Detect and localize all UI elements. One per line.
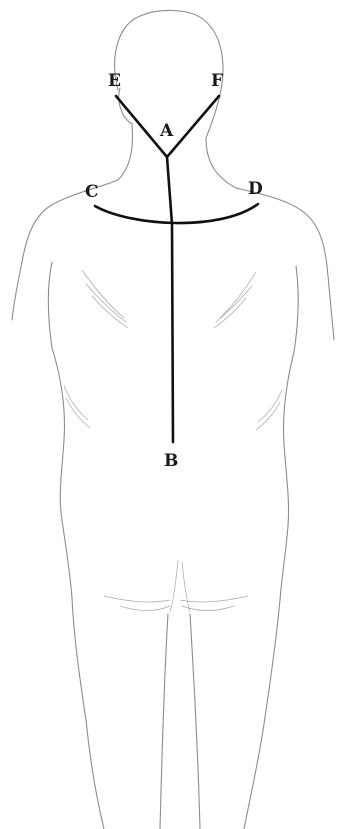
inner-right-leg-outline — [190, 614, 200, 829]
line-f-to-a — [167, 96, 219, 157]
label-b: B — [164, 451, 178, 471]
label-f: F — [211, 71, 223, 91]
inner-left-leg-outline — [160, 614, 168, 829]
left-arm-outline — [48, 262, 52, 348]
guide-lines — [95, 96, 258, 442]
label-e: E — [108, 71, 121, 91]
gluteal-cleft-shading — [170, 560, 190, 612]
right-scapula-shading — [214, 272, 256, 328]
label-a: A — [159, 121, 174, 141]
right-arm-outline — [294, 266, 298, 352]
left-shoulder-outline — [12, 180, 118, 320]
buttock-fold-shading — [104, 596, 248, 611]
left-flank-shading — [64, 386, 90, 428]
line-c-to-d — [95, 204, 258, 223]
neck-left-outline — [118, 124, 132, 180]
right-leg-outline — [244, 600, 280, 829]
neck-right-outline — [206, 138, 236, 188]
right-flank-shading — [256, 390, 282, 430]
label-c: C — [85, 182, 99, 202]
right-torso-outline — [280, 352, 294, 600]
head-outline — [115, 10, 223, 138]
line-a-to-b — [167, 157, 173, 442]
label-d: D — [248, 179, 263, 199]
left-torso-outline — [52, 348, 72, 598]
left-scapula-shading — [82, 270, 128, 328]
left-leg-outline — [72, 598, 104, 829]
right-shoulder-outline — [236, 188, 334, 340]
